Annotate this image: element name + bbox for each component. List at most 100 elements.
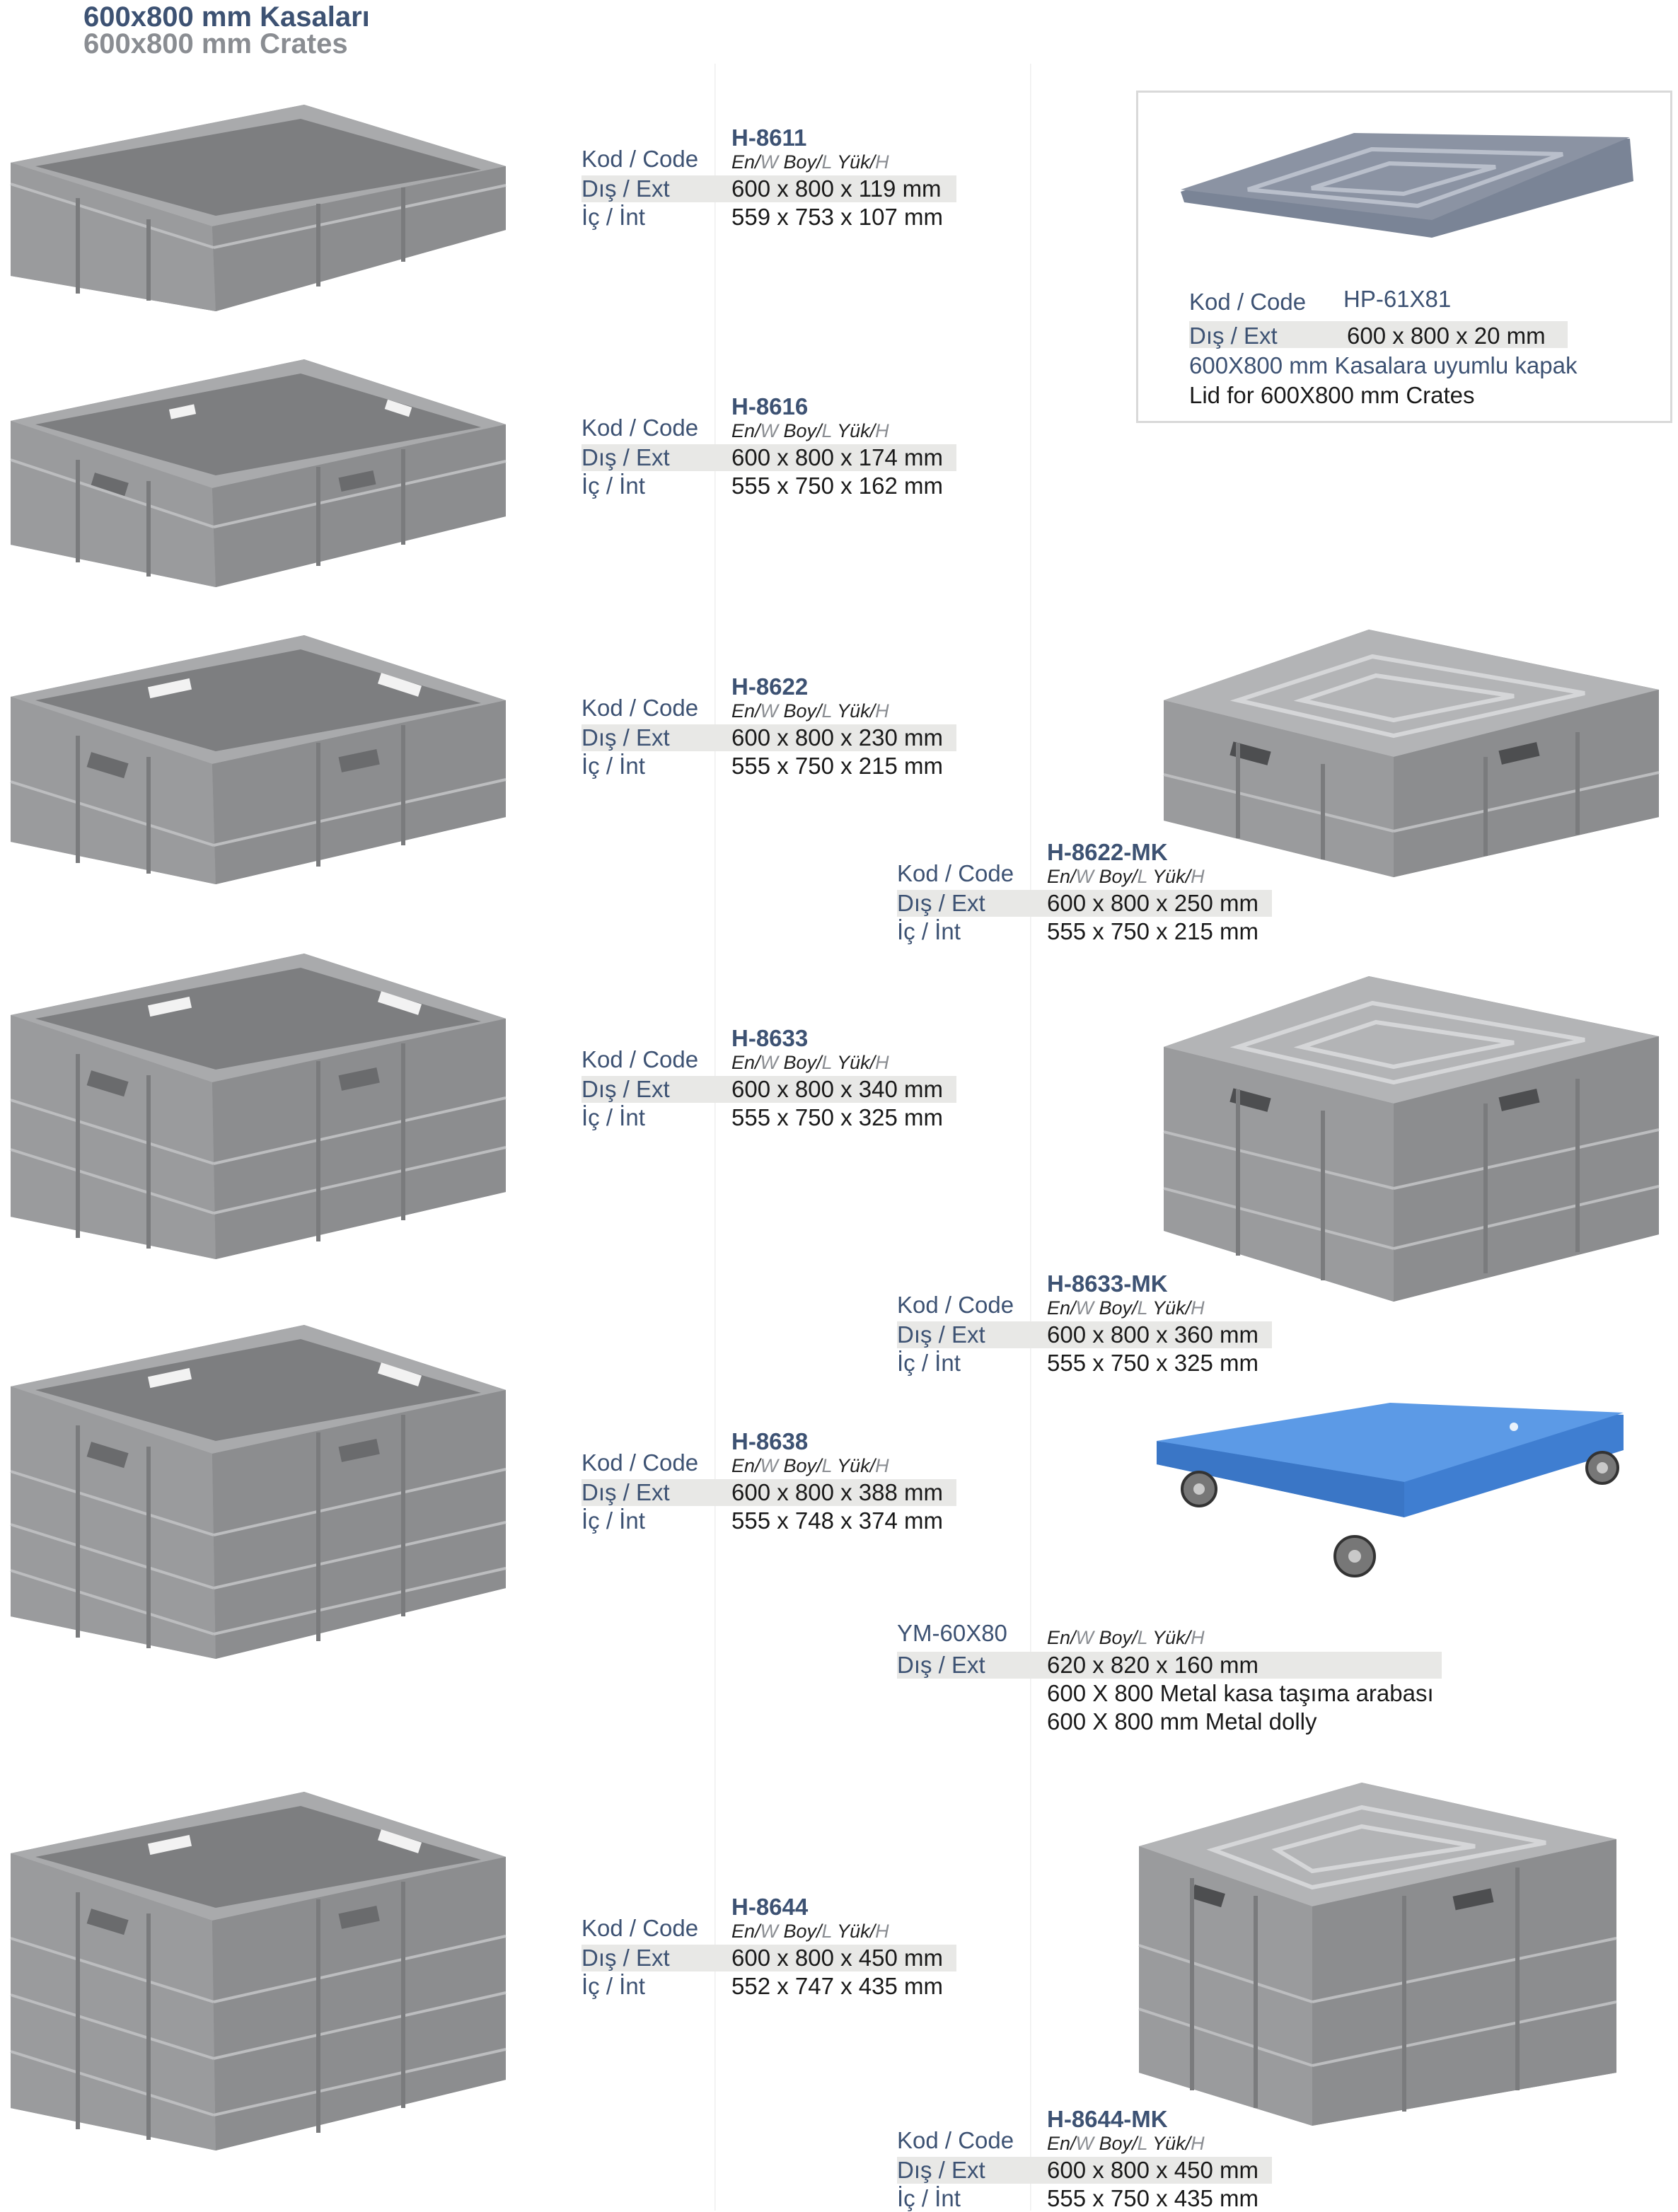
code-label: Kod / Code [581, 415, 699, 441]
dolly-spec: YM-60X80 En/W Boy/L Yük/H Dış / Ext 620 … [897, 1454, 1449, 1737]
ext-row-bg [581, 1479, 956, 1506]
lid-ext-label: Dış / Ext [1189, 323, 1278, 349]
ext-label: Dış / Ext [581, 1945, 670, 1971]
int-value: 555 x 750 x 325 mm [731, 1104, 943, 1130]
int-value: 555 x 750 x 325 mm [1047, 1350, 1258, 1376]
ext-row-bg [581, 175, 956, 202]
crate-tall-icon [10, 954, 507, 1259]
ext-row-bg [897, 2157, 1272, 2184]
dolly-ext-label: Dış / Ext [897, 1652, 985, 1678]
ext-label: Dış / Ext [581, 175, 670, 202]
product-code: H-8644-MK [1047, 2106, 1168, 2132]
crate-shallow-icon [10, 105, 507, 311]
page-subtitle: 600x800 mm Crates [83, 28, 348, 59]
code-label: Kod / Code [897, 860, 1014, 886]
dolly-ext-value: 620 x 820 x 160 mm [1047, 1652, 1258, 1678]
int-value: 555 x 750 x 215 mm [1047, 918, 1258, 944]
dolly-desc-tr: 600 X 800 Metal kasa taşıma arabası [1047, 1680, 1434, 1706]
ext-row-bg [581, 724, 956, 751]
lid-code-label: Kod / Code [1189, 289, 1307, 315]
ext-label: Dış / Ext [897, 2157, 985, 2183]
ext-label: Dış / Ext [581, 724, 670, 751]
dimension-header: En/W Boy/L Yük/H [1047, 1627, 1205, 1648]
dimension-header: En/W Boy/L Yük/H [731, 700, 889, 722]
dimension-header: En/W Boy/L Yük/H [731, 1052, 889, 1073]
column-divider [714, 64, 716, 2211]
column-divider [1030, 64, 1031, 2211]
product-code: H-8611 [731, 125, 807, 151]
dolly-code: YM-60X80 [897, 1620, 1007, 1646]
code-label: Kod / Code [581, 1046, 699, 1072]
dimension-header: En/W Boy/L Yük/H [731, 1455, 889, 1476]
dimension-header: En/W Boy/L Yük/H [731, 151, 889, 173]
dimension-header: En/W Boy/L Yük/H [1047, 866, 1205, 887]
ext-value: 600 x 800 x 388 mm [731, 1479, 943, 1505]
product-code: H-8633-MK [1047, 1270, 1168, 1297]
code-label: Kod / Code [581, 695, 699, 721]
product-code: H-8622-MK [1047, 839, 1168, 865]
lid-panel: Kod / Code HP-61X81 Dış / Ext 600 x 800 … [1136, 91, 1672, 423]
ext-row-bg [897, 1321, 1272, 1348]
ext-row-bg [897, 890, 1272, 917]
code-label: Kod / Code [897, 1292, 1014, 1318]
crate-lidded-icon [1163, 630, 1660, 877]
int-label: İç / İnt [897, 2185, 961, 2211]
ext-value: 600 x 800 x 340 mm [731, 1076, 943, 1102]
ext-label: Dış / Ext [581, 1479, 670, 1505]
ext-label: Dış / Ext [897, 890, 985, 916]
ext-row-bg [581, 444, 956, 471]
ext-value: 600 x 800 x 119 mm [731, 175, 942, 202]
lid-icon [1181, 133, 1633, 238]
ext-value: 600 x 800 x 450 mm [1047, 2157, 1258, 2183]
int-label: İç / İnt [581, 1973, 645, 1999]
code-label: Kod / Code [581, 1915, 699, 1941]
lid-code: HP-61X81 [1343, 286, 1452, 312]
int-label: İç / İnt [581, 473, 645, 499]
ext-value: 600 x 800 x 360 mm [1047, 1321, 1258, 1348]
lid-ext-row-bg [1189, 321, 1568, 348]
int-label: İç / İnt [581, 1507, 645, 1534]
product-code: H-8638 [731, 1428, 809, 1454]
dolly-desc-en: 600 X 800 mm Metal dolly [1047, 1708, 1317, 1735]
int-label: İç / İnt [581, 1104, 645, 1130]
lid-ext-value: 600 x 800 x 20 mm [1347, 323, 1546, 349]
int-value: 555 x 750 x 162 mm [731, 473, 943, 499]
ext-value: 600 x 800 x 450 mm [731, 1945, 943, 1971]
product-code: H-8633 [731, 1025, 809, 1051]
int-label: İç / İnt [581, 204, 645, 230]
lid-desc-tr: 600X800 mm Kasalara uyumlu kapak [1189, 352, 1578, 378]
code-label: Kod / Code [897, 2127, 1014, 2153]
dolly-icon [1157, 1403, 1624, 1577]
crate-handles-icon [10, 359, 507, 587]
int-value: 555 x 748 x 374 mm [731, 1507, 943, 1534]
product-code: H-8644 [731, 1894, 809, 1920]
ext-value: 600 x 800 x 230 mm [731, 724, 943, 751]
dimension-header: En/W Boy/L Yük/H [1047, 2133, 1205, 2154]
int-value: 559 x 753 x 107 mm [731, 204, 943, 230]
crate-medium-icon [10, 635, 507, 884]
crate-tall-icon [10, 1325, 507, 1659]
page-title: 600x800 mm Kasaları [83, 1, 370, 33]
code-label: Kod / Code [581, 146, 699, 172]
ext-row-bg [581, 1076, 956, 1103]
product-code: H-8616 [731, 393, 809, 419]
ext-value: 600 x 800 x 250 mm [1047, 890, 1258, 916]
dimension-header: En/W Boy/L Yük/H [1047, 1297, 1205, 1319]
crate-lidded-icon [1138, 1783, 1617, 2126]
int-label: İç / İnt [897, 918, 961, 944]
dimension-header: En/W Boy/L Yük/H [731, 420, 889, 441]
dolly-ext-row-bg [897, 1652, 1442, 1679]
ext-label: Dış / Ext [581, 444, 670, 470]
crate-tallest-icon [10, 1792, 507, 2150]
ext-label: Dış / Ext [581, 1076, 670, 1102]
product-code: H-8622 [731, 673, 809, 700]
code-label: Kod / Code [581, 1449, 699, 1476]
int-label: İç / İnt [581, 753, 645, 779]
